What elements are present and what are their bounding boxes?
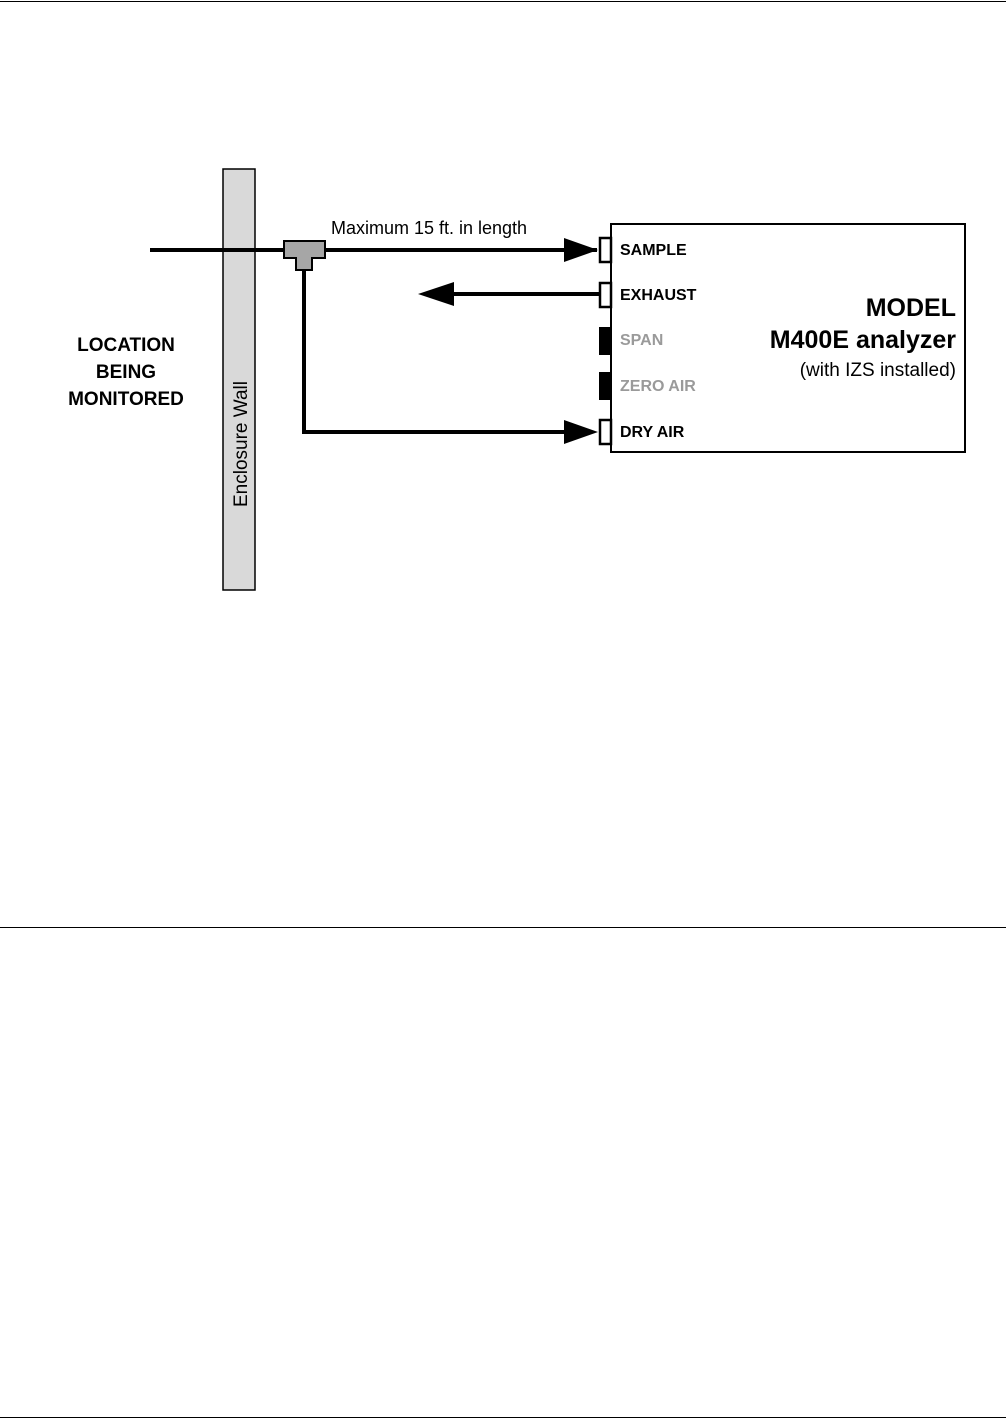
analyzer-title-line3: (with IZS installed) — [800, 360, 956, 381]
analyzer-box — [610, 223, 966, 453]
length-note: Maximum 15 ft. in length — [331, 218, 527, 238]
tee-fitting — [283, 240, 326, 271]
port-exhaust: EXHAUST — [598, 281, 697, 309]
plumbing-diagram: LOCATION BEING MONITORED Enclosure Wall … — [68, 168, 966, 591]
enclosure-wall — [222, 168, 256, 591]
port-sample: SAMPLE — [598, 236, 687, 264]
location-label-line3: MONITORED — [68, 389, 184, 410]
exhaust-arrowhead — [418, 282, 454, 306]
port-label-span: SPAN — [620, 332, 663, 349]
analyzer-title: MODEL M400E analyzer (with IZS installed… — [770, 294, 956, 381]
location-label-line1: LOCATION — [77, 335, 175, 356]
sample-arrowhead — [564, 238, 598, 262]
port-label-exhaust: EXHAUST — [620, 287, 697, 304]
port-zero-air: ZERO AIR — [599, 372, 696, 400]
top-rule — [0, 1, 1006, 2]
analyzer-title-line2: M400E analyzer — [770, 326, 956, 354]
dry-air-arrowhead — [564, 420, 598, 444]
port-label-zero-air: ZERO AIR — [620, 378, 696, 395]
port-fitting-exhaust — [598, 281, 613, 309]
port-fitting-span — [599, 327, 612, 355]
middle-rule — [0, 927, 1006, 928]
port-label-dry-air: DRY AIR — [620, 424, 685, 441]
enclosure-wall-label: Enclosure Wall — [231, 381, 252, 507]
port-fitting-dry-air — [598, 418, 613, 446]
port-fitting-sample — [598, 236, 613, 264]
location-label: LOCATION BEING MONITORED — [68, 335, 184, 410]
port-dry-air: DRY AIR — [598, 418, 685, 446]
location-label-line2: BEING — [96, 362, 156, 383]
port-fitting-zero-air — [599, 372, 612, 400]
bottom-rule — [0, 1417, 1006, 1418]
dry-air-line — [302, 268, 566, 434]
analyzer-title-line1: MODEL — [866, 294, 956, 322]
port-span: SPAN — [599, 327, 663, 355]
port-label-sample: SAMPLE — [620, 242, 687, 259]
